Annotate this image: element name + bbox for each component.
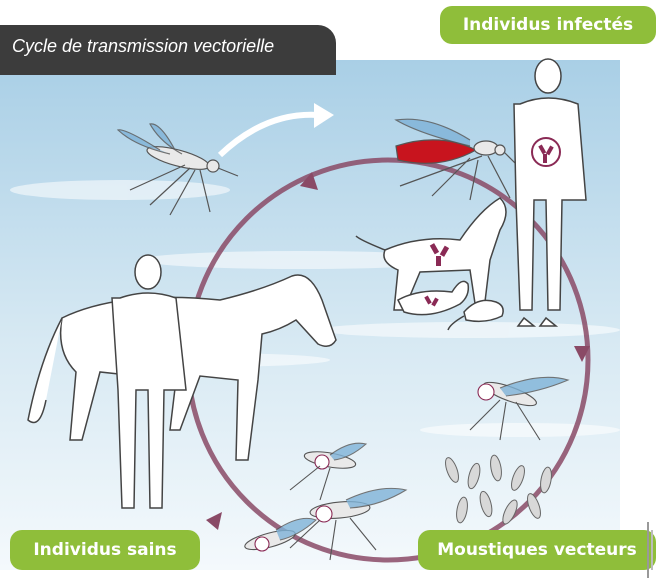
vector-mosquitoes-label: Moustiques vecteurs bbox=[418, 530, 656, 570]
infected-individuals-label: Individus infectés bbox=[440, 6, 656, 44]
credit-logo-mark bbox=[644, 520, 656, 580]
diagram-title: Cycle de transmission vectorielle bbox=[12, 36, 274, 57]
healthy-individuals-label: Individus sains bbox=[10, 530, 200, 570]
